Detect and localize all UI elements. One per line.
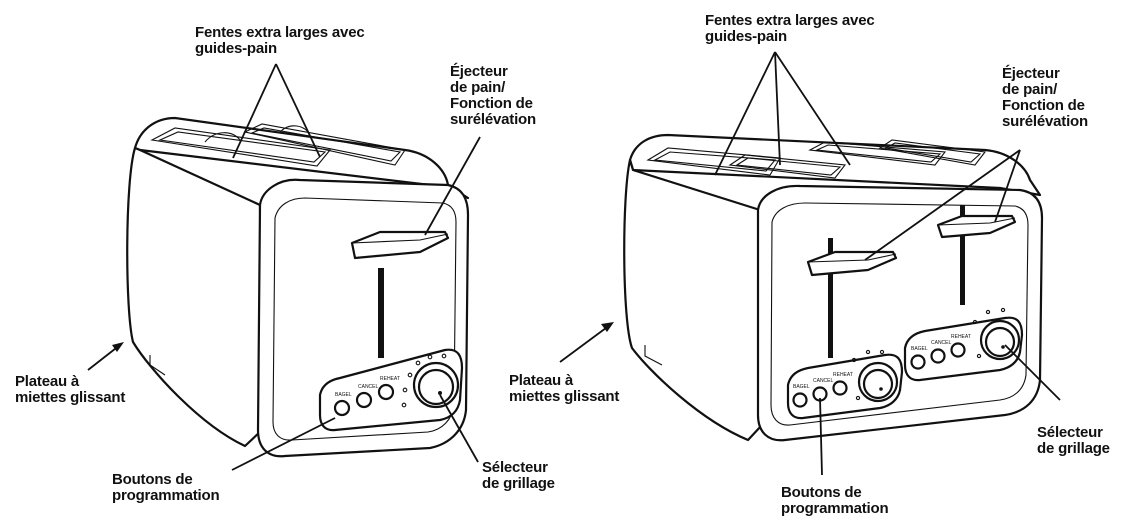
label-lever-4: Éjecteur de pain/ Fonction de surélévati… (1002, 65, 1088, 130)
label-crumb-4: Plateau à miettes glissant (509, 372, 620, 405)
svg-text:BAGEL: BAGEL (793, 384, 810, 390)
svg-text:CANCEL: CANCEL (358, 384, 379, 390)
label-buttons-2: Boutons de programmation (112, 471, 220, 504)
svg-text:REHEAT: REHEAT (833, 372, 853, 378)
label-lever-2: Éjecteur de pain/ Fonction de surélévati… (450, 63, 536, 128)
label-selector-4: Sélecteur de grillage (1037, 424, 1110, 457)
svg-text:REHEAT: REHEAT (951, 334, 971, 340)
leader-lines-4 (559, 51, 1061, 476)
svg-text:REHEAT: REHEAT (380, 376, 400, 382)
svg-text:CANCEL: CANCEL (931, 340, 952, 346)
toaster-4-slice-icon: BAGEL CANCEL REHEAT BAGEL CANCEL REHEAT (623, 133, 1044, 442)
svg-text:BAGEL: BAGEL (911, 346, 928, 352)
label-crumb-2: Plateau à miettes glissant (15, 373, 126, 406)
label-slots-4: Fentes extra larges avec guides-pain (705, 12, 875, 45)
leader-lines-2 (87, 63, 481, 471)
label-buttons-4: Boutons de programmation (781, 484, 889, 517)
label-selector-2: Sélecteur de grillage (482, 459, 555, 492)
svg-text:CANCEL: CANCEL (813, 378, 834, 384)
svg-text:BAGEL: BAGEL (335, 392, 352, 398)
label-slots-2: Fentes extra larges avec guides-pain (195, 24, 365, 57)
toaster-2-slice-icon: BAGEL CANCEL REHEAT (126, 116, 470, 458)
